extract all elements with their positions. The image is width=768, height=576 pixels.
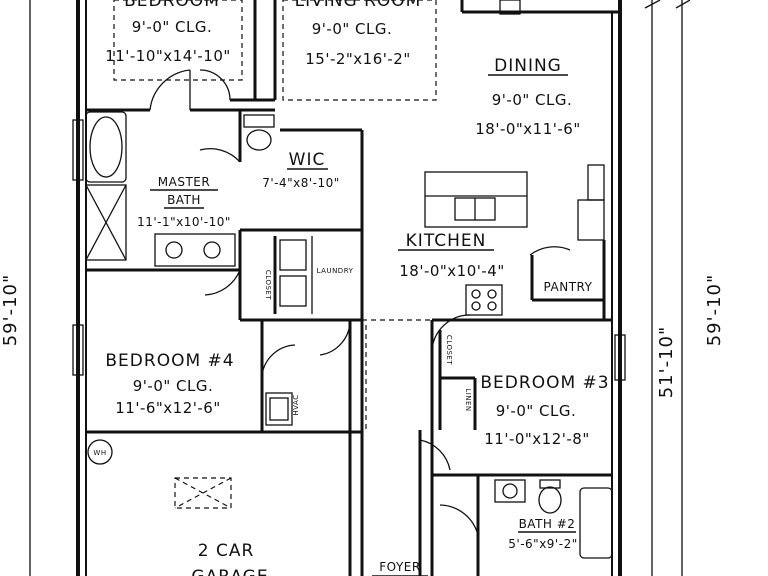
wh-label: WH — [93, 449, 106, 457]
master-bath-size: 11'-1"x10'-10" — [137, 215, 231, 229]
kitchen-size: 18'-0"x10'-4" — [399, 262, 505, 280]
fixtures — [85, 111, 613, 559]
room-bath2: BATH #2 5'-6"x9'-2" — [508, 517, 577, 551]
room-living: LIVING ROOM 9'-0" CLG. 15'-2"x16'-2" — [295, 0, 422, 68]
pantry-label: PANTRY — [544, 280, 593, 294]
garage-name-2: GARAGE — [191, 567, 268, 576]
room-kitchen: KITCHEN 18'-0"x10'-4" — [398, 231, 505, 280]
bedroom3-ceiling: 9'-0" CLG. — [496, 402, 577, 420]
room-master-bath: MASTER BATH 11'-1"x10'-10" — [137, 175, 231, 229]
laundry-label: LAUNDRY — [317, 267, 354, 275]
wic-name: WIC — [289, 150, 326, 170]
interior-walls — [86, 0, 612, 576]
dimension-lines — [29, 0, 691, 576]
living-size: 15'-2"x16'-2" — [305, 50, 411, 68]
overall-depth-left: 59'-10" — [0, 274, 21, 347]
bedroom-top-size: 11'-10"x14'-10" — [105, 47, 231, 65]
closet-label-laundry: CLOSET — [264, 270, 272, 300]
dining-size: 18'-0"x11'-6" — [475, 120, 581, 138]
living-ceiling: 9'-0" CLG. — [312, 20, 393, 38]
dining-name: DINING — [494, 56, 562, 76]
bedroom3-name: BEDROOM #3 — [480, 373, 609, 393]
bath2-name: BATH #2 — [519, 517, 576, 531]
closet-label-bedroom3: CLOSET — [445, 335, 453, 365]
wic-size: 7'-4"x8'-10" — [262, 176, 340, 190]
master-bath-name-1: MASTER — [158, 175, 210, 189]
ceiling-outlines — [113, 0, 437, 101]
bedroom4-ceiling: 9'-0" CLG. — [133, 377, 214, 395]
room-dining: DINING 9'-0" CLG. 18'-0"x11'-6" — [475, 56, 581, 138]
garage-name-1: 2 CAR — [198, 541, 255, 561]
room-bedroom-top: BEDROOM 9'-0" CLG. 11'-10"x14'-10" — [105, 0, 231, 65]
exterior-walls — [72, 0, 626, 576]
foyer-label: FOYER — [379, 560, 420, 574]
door-swings — [149, 69, 571, 536]
bedroom4-size: 11'-6"x12'-6" — [115, 399, 221, 417]
room-garage: 2 CAR GARAGE — [191, 541, 268, 576]
bedroom4-name: BEDROOM #4 — [105, 351, 234, 371]
bath2-size: 5'-6"x9'-2" — [508, 537, 577, 551]
room-bedroom4: BEDROOM #4 9'-0" CLG. 11'-6"x12'-6" — [105, 351, 234, 417]
linen-label: LINEN — [464, 388, 472, 411]
hvac-label: HVAC — [292, 394, 300, 415]
bedroom3-size: 11'-0"x12'-8" — [484, 430, 590, 448]
kitchen-name: KITCHEN — [406, 231, 487, 251]
room-bedroom3: BEDROOM #3 9'-0" CLG. 11'-0"x12'-8" — [480, 373, 609, 448]
bedroom-top-ceiling: 9'-0" CLG. — [132, 18, 213, 36]
master-bath-name-2: BATH — [167, 193, 201, 207]
dining-ceiling: 9'-0" CLG. — [492, 91, 573, 109]
bedroom-top-name: BEDROOM — [124, 0, 220, 11]
partial-depth-right: 51'-10" — [656, 326, 677, 399]
room-wic: WIC 7'-4"x8'-10" — [262, 150, 340, 190]
living-name: LIVING ROOM — [295, 0, 422, 11]
overall-depth-right: 59'-10" — [704, 274, 725, 347]
